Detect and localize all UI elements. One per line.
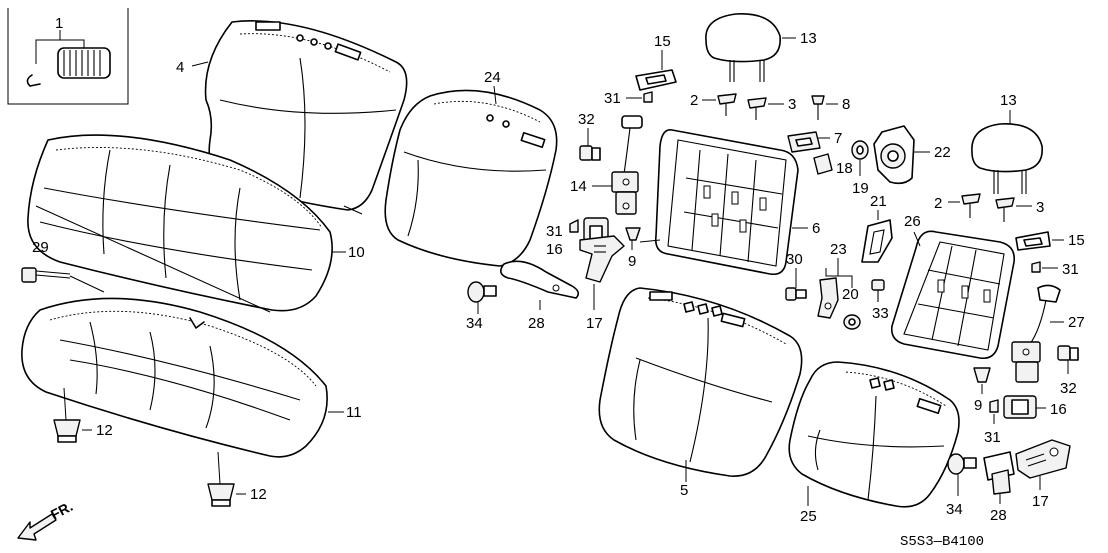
bolt-part-32-b <box>1057 345 1079 374</box>
bracket-part-23 <box>817 258 853 319</box>
callout-2-a: 2 <box>690 92 698 109</box>
cover-part-18 <box>813 153 833 175</box>
callout-15-a: 15 <box>654 33 671 50</box>
callout-22: 22 <box>934 144 951 161</box>
callout-5: 5 <box>680 482 688 499</box>
clip-part-12-b <box>207 451 235 507</box>
callout-16-b: 16 <box>1050 401 1067 418</box>
callout-10: 10 <box>348 244 365 261</box>
clip-part-31-b <box>643 91 653 103</box>
callout-19: 19 <box>852 180 869 197</box>
clip-part-31-a <box>569 219 579 233</box>
bolt-part-32-a <box>579 128 601 161</box>
headrest-guide-part-3-a <box>747 97 767 120</box>
seat-back-pad-part-25 <box>788 361 960 508</box>
hinge-part-28-a <box>500 260 580 310</box>
headrest-guide-part-2-b <box>961 193 981 218</box>
callout-34-b: 34 <box>946 501 963 518</box>
callout-18: 18 <box>836 160 853 177</box>
callout-3-a: 3 <box>788 96 796 113</box>
headrest-part-13-a <box>705 13 781 82</box>
callout-34-a: 34 <box>466 315 483 332</box>
callout-27: 27 <box>1068 314 1085 331</box>
seat-back-pad-part-5 <box>598 287 803 477</box>
callout-29: 29 <box>32 239 49 256</box>
callout-9-a: 9 <box>628 253 636 270</box>
seat-lock-part-14 <box>611 115 643 215</box>
grommet-part-9-a <box>625 227 641 250</box>
seat-back-pad-part-24 <box>384 89 558 267</box>
seat-cushion-cover-part-10 <box>27 134 333 313</box>
callout-31-d: 31 <box>984 429 1001 446</box>
seat-lock-part-27 <box>1011 284 1061 383</box>
escutcheon-part-16-b <box>1003 395 1037 419</box>
callout-8: 8 <box>842 96 850 113</box>
inset-box-part-1: 1 <box>7 8 129 105</box>
diagram-code: S5S3—B4100 <box>900 534 984 550</box>
callout-13-a: 13 <box>800 30 817 47</box>
headrest-guide-part-3-b <box>995 197 1015 222</box>
callout-7: 7 <box>834 130 842 147</box>
callout-28-a: 28 <box>528 315 545 332</box>
seat-cushion-pad-part-11 <box>21 297 328 458</box>
escutcheon-part-15-a <box>635 69 677 91</box>
clip-part-31-c <box>1031 261 1041 273</box>
callout-28-b: 28 <box>990 507 1007 524</box>
callout-24: 24 <box>484 69 501 86</box>
grommet-part-9-b <box>973 367 991 394</box>
headrest-part-13-b <box>971 123 1043 194</box>
seat-back-frame-part-26 <box>890 230 1016 360</box>
callout-17-a: 17 <box>586 315 603 332</box>
plate-part-7 <box>787 131 821 153</box>
callout-20: 20 <box>842 286 859 303</box>
callout-14: 14 <box>570 178 587 195</box>
escutcheon-part-15-b <box>1015 231 1051 251</box>
callout-3-b: 3 <box>1036 199 1044 216</box>
callout-31-c: 31 <box>1062 261 1079 278</box>
callout-16-a: 16 <box>546 241 563 258</box>
bolt-part-34-b <box>947 453 977 496</box>
nut-part-20 <box>843 314 861 330</box>
cover-part-22 <box>873 125 915 185</box>
callout-2-b: 2 <box>934 195 942 212</box>
bolt-part-33 <box>871 279 885 302</box>
callout-26: 26 <box>904 213 921 230</box>
front-direction-arrow: FR. <box>17 498 75 541</box>
callout-32-b: 32 <box>1060 380 1077 397</box>
clip-part-31-d <box>989 399 999 424</box>
bushing-part-19 <box>851 140 869 176</box>
hinge-part-28-b <box>983 451 1015 504</box>
hinge-bracket-part-17-a <box>579 235 625 310</box>
clip-part-12-a <box>53 387 81 443</box>
hinge-bracket-part-17-b <box>1015 439 1071 490</box>
seat-back-frame-part-6 <box>639 129 799 276</box>
bolt-part-30 <box>785 268 807 301</box>
callout-9-b: 9 <box>974 397 982 414</box>
callout-21: 21 <box>870 193 887 210</box>
callout-13-b: 13 <box>1000 92 1017 109</box>
callout-4: 4 <box>176 59 184 76</box>
callout-11: 11 <box>346 404 362 421</box>
callout-6: 6 <box>812 220 820 237</box>
callout-17-b: 17 <box>1032 493 1049 510</box>
bolt-part-8 <box>811 95 825 120</box>
callout-23: 23 <box>830 241 847 258</box>
callout-1: 1 <box>55 15 63 32</box>
seat-back-cover-part-4 <box>204 20 408 215</box>
callout-32-a: 32 <box>578 111 595 128</box>
clip-part-1 <box>26 47 111 87</box>
callout-25: 25 <box>800 508 817 525</box>
callout-12-b: 12 <box>250 486 267 503</box>
headrest-guide-part-2-a <box>717 93 737 116</box>
callout-30: 30 <box>786 251 803 268</box>
cover-part-21 <box>861 210 893 263</box>
callout-31-a: 31 <box>546 223 563 240</box>
callout-12-a: 12 <box>96 422 113 439</box>
callout-15-b: 15 <box>1068 232 1085 249</box>
callout-33: 33 <box>872 305 889 322</box>
bolt-part-34-a <box>467 281 497 314</box>
callout-31-b: 31 <box>604 90 621 107</box>
bolt-part-29 <box>21 267 71 283</box>
